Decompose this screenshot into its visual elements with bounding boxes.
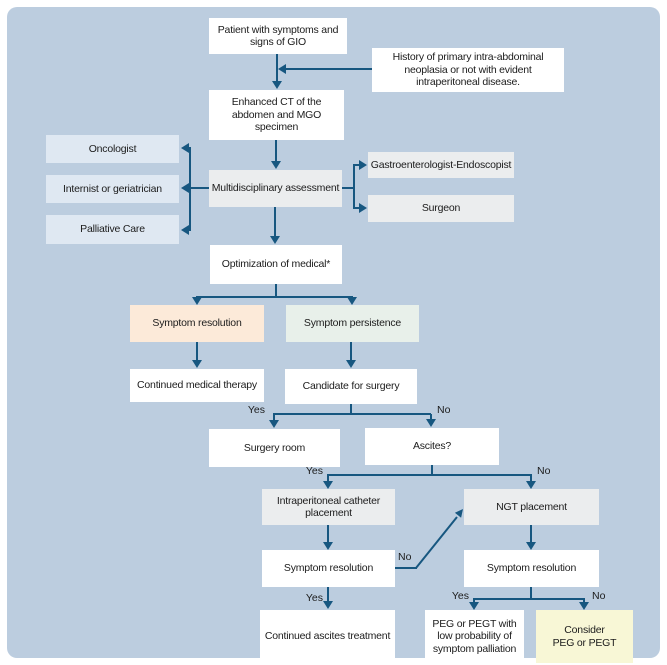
arrowhead-consider-peg [579, 602, 589, 610]
arrowhead-ct-multi [271, 161, 281, 169]
arrowhead-resolution3 [526, 542, 536, 550]
arrowhead-continued-ascites [323, 601, 333, 609]
node-palliative-care: Palliative Care [46, 215, 179, 244]
connector-peg-stub [473, 599, 475, 603]
connector-candidate-split [273, 413, 431, 415]
edge-label-resolution3-no: No [592, 590, 606, 602]
node-surgeon: Surgeon [368, 195, 514, 222]
node-ip-catheter: Intraperitoneal catheter placement [262, 489, 395, 525]
connector-multi-left-stub [190, 187, 209, 189]
node-peg-low-probability: PEG or PEGT with low probability of symp… [425, 610, 524, 663]
connector-ascites-down [431, 465, 433, 476]
node-oncologist: Oncologist [46, 135, 179, 163]
connector-resolution3-split [473, 598, 585, 600]
connector-resolution3-down [530, 587, 532, 600]
node-continued-medical: Continued medical therapy [130, 369, 264, 402]
connector-ngt-resolution3-line [530, 525, 532, 543]
arrowhead-ip-catheter [323, 481, 333, 489]
node-history-neoplasia: History of primary intra-abdominal neopl… [372, 48, 564, 92]
connector-patient-ct-line [276, 54, 278, 83]
connector-persistence-down [350, 342, 352, 361]
connector-optimization-split [196, 296, 353, 298]
edge-label-candidate-yes: Yes [247, 404, 265, 416]
node-consider-peg: Consider PEG or PEGT [536, 610, 633, 663]
arrowhead-resolution2 [323, 542, 333, 550]
arrowhead-palliative [181, 225, 189, 235]
connector-candidate-down [350, 404, 352, 415]
node-ascites: Ascites? [365, 428, 499, 465]
flowchart-panel: Patient with symptoms and signs of GIO H… [7, 7, 660, 663]
arrowhead-symptom-persistence [347, 297, 357, 305]
node-multidisciplinary: Multidisciplinary assessment [209, 170, 342, 207]
node-symptom-resolution-3: Symptom resolution [464, 550, 599, 587]
connector-resolution2-no-diagonal [415, 509, 463, 569]
connector-surgery-room-stub [273, 414, 275, 421]
connector-gastro-stub [354, 164, 360, 166]
connector-consider-stub [583, 599, 585, 603]
arrowhead-oncologist [181, 143, 189, 153]
node-symptom-resolution-2: Symptom resolution [262, 550, 395, 587]
arrowhead-peg [469, 602, 479, 610]
edge-label-resolution2-yes: Yes [305, 592, 323, 604]
node-ngt-placement: NGT placement [464, 489, 599, 525]
arrowhead-surgeon [359, 203, 367, 213]
connector-multi-right-stub [342, 187, 354, 189]
edge-label-candidate-no: No [437, 404, 451, 416]
connector-ascites-split [327, 474, 532, 476]
arrowhead-continued-medical [192, 360, 202, 368]
edge-label-resolution3-yes: Yes [451, 590, 469, 602]
edge-label-ascites-yes: Yes [305, 465, 323, 477]
node-symptom-resolution-1: Symptom resolution [130, 305, 264, 342]
arrowhead-candidate-surgery [346, 360, 356, 368]
arrowhead-gastroenterologist [359, 160, 367, 170]
connector-optimization-down [275, 284, 277, 297]
arrowhead-ngt-placement [526, 481, 536, 489]
connector-ip-resolution2-line [327, 525, 329, 543]
connector-right-bracket [353, 164, 355, 209]
arrowhead-patient-ct [272, 81, 282, 89]
connector-multi-optimization-line [274, 207, 276, 237]
arrowhead-optimization [270, 236, 280, 244]
connector-ngt-stub [530, 475, 532, 482]
connector-resolution2-no-stub [395, 567, 417, 569]
arrowhead-internist [181, 183, 189, 193]
node-symptom-persistence: Symptom persistence [286, 305, 419, 342]
connector-resolution1-down [196, 342, 198, 361]
node-gastroenterologist: Gastroenterologist-Endoscopist [368, 152, 514, 178]
edge-label-resolution2-no: No [398, 551, 412, 563]
node-candidate-surgery: Candidate for surgery [285, 369, 417, 404]
arrowhead-symptom-resolution-1 [192, 297, 202, 305]
arrowhead-ascites [426, 419, 436, 427]
node-continued-ascites: Continued ascites treatment [260, 610, 395, 663]
node-enhanced-ct: Enhanced CT of the abdomen and MGO speci… [209, 90, 344, 140]
connector-surgeon-stub [354, 207, 360, 209]
connector-ip-stub [327, 475, 329, 482]
node-patient-gio: Patient with symptoms and signs of GIO [209, 18, 347, 54]
edge-label-ascites-no: No [537, 465, 551, 477]
connector-left-bracket [189, 147, 191, 231]
node-surgery-room: Surgery room [209, 429, 340, 467]
connector-ct-multi-line [275, 140, 277, 162]
connector-history-line [284, 68, 372, 70]
node-internist: Internist or geriatrician [46, 175, 179, 203]
arrowhead-surgery-room [269, 420, 279, 428]
arrowhead-history [278, 64, 286, 74]
connector-ascites-stub [430, 414, 432, 420]
node-optimization-medical: Optimization of medical* [210, 245, 342, 284]
connector-resolution2-yes-line [327, 587, 329, 602]
